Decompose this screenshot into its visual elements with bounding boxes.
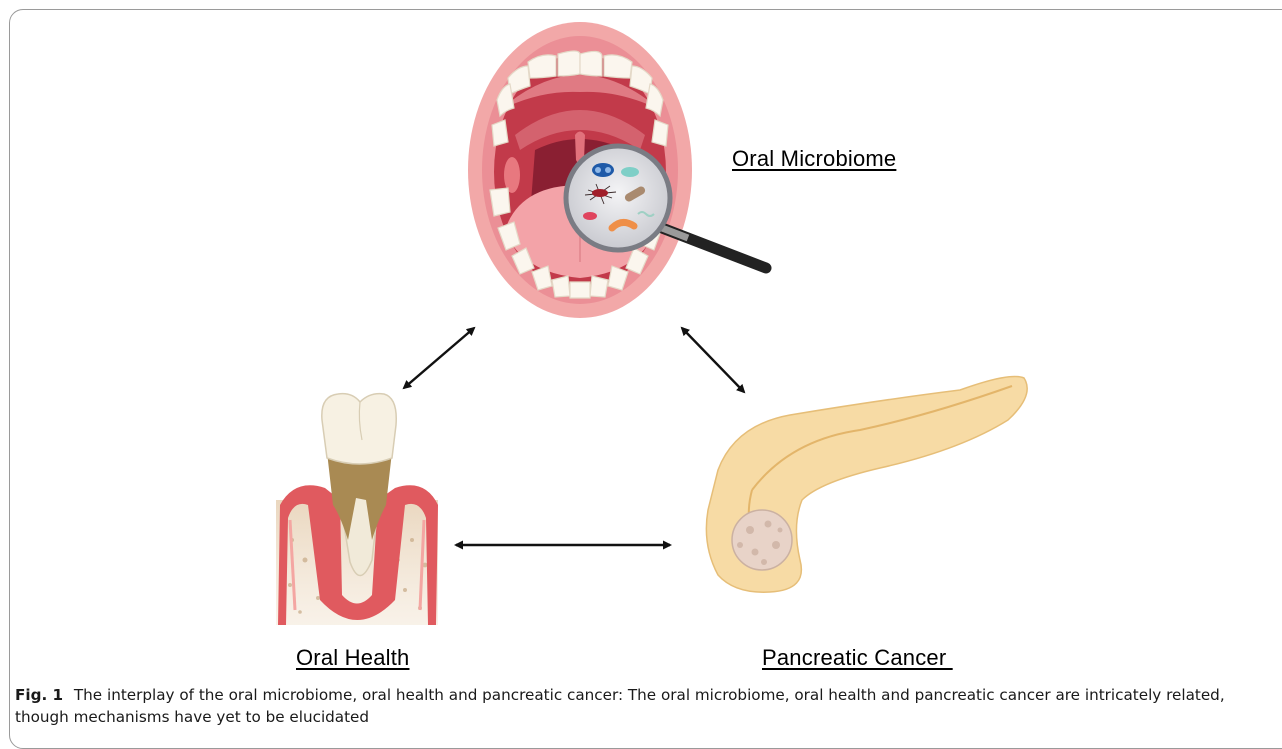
caption-text: The interplay of the oral microbiome, or… [15,686,1225,726]
diseased-tooth-illustration [276,394,438,625]
diagram-art [0,0,1282,734]
arrow-microbiome-cancer [682,328,744,392]
label-oral-microbiome: Oral Microbiome [732,146,896,172]
relation-arrows [404,328,744,545]
pancreas-tumor-illustration [706,377,1027,593]
arrow-microbiome-health [404,328,474,388]
figure-caption: Fig. 1 The interplay of the oral microbi… [15,684,1265,728]
label-pancreatic-cancer: Pancreatic Cancer [762,645,953,671]
label-oral-health: Oral Health [296,645,409,671]
open-mouth-illustration [468,22,766,318]
caption-figure-label: Fig. 1 [15,686,63,704]
